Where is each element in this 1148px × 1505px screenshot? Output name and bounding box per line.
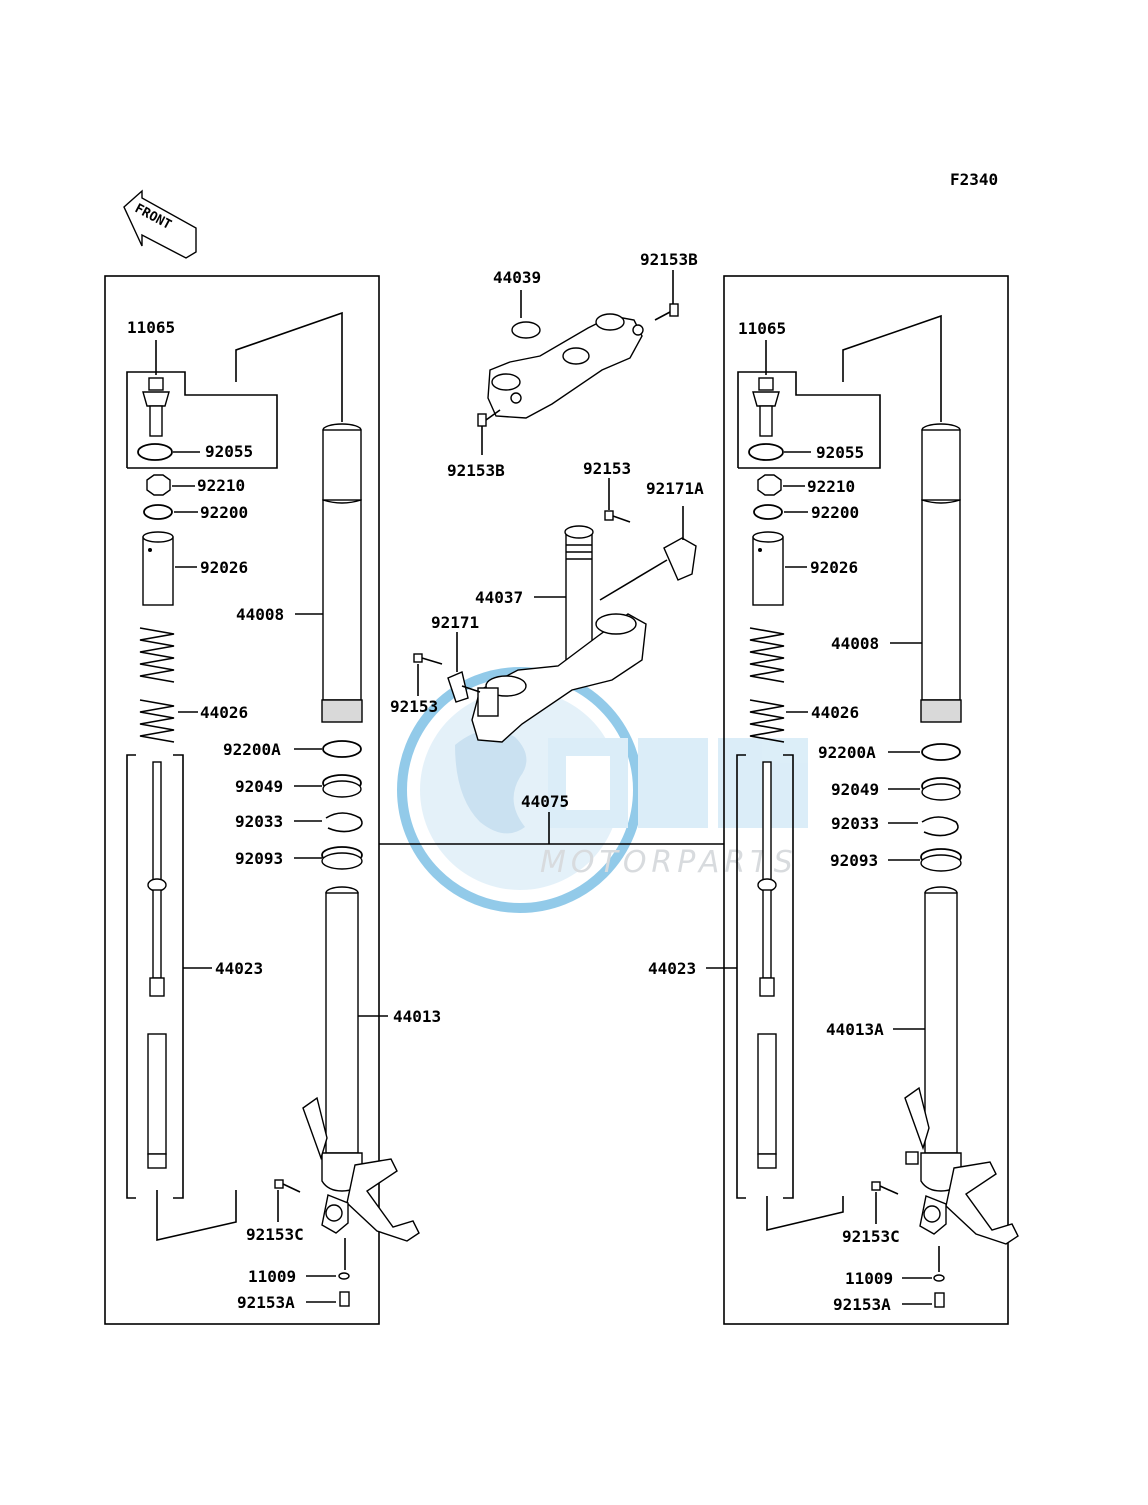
bracket-92171A xyxy=(599,506,697,601)
label-right-92200A: 92200A xyxy=(818,743,876,762)
label-92153B-bottom: 92153B xyxy=(447,461,505,480)
left-spacer-92026 xyxy=(142,531,174,606)
label-44037: 44037 xyxy=(475,588,523,607)
right-top-cap-bolt xyxy=(752,377,780,437)
right-washer-92200 xyxy=(753,504,783,520)
left-top-cap-bolt xyxy=(142,377,170,437)
left-o-ring-92055 xyxy=(137,443,173,461)
lower-triple-clamp-44037 xyxy=(471,525,647,743)
left-bolt-92153C xyxy=(274,1179,301,1193)
right-o-ring-92055 xyxy=(748,443,784,461)
label-right-11009: 11009 xyxy=(845,1269,893,1288)
right-washer-11009 xyxy=(933,1274,945,1282)
left-washer-92200 xyxy=(143,504,173,520)
right-circlip-92033 xyxy=(921,816,959,837)
label-left-92200: 92200 xyxy=(200,503,248,522)
label-left-92210: 92210 xyxy=(197,476,245,495)
left-cap-group-box xyxy=(126,371,278,469)
left-cartridge-44023 xyxy=(147,761,167,1169)
label-left-44013: 44013 xyxy=(393,1007,441,1026)
label-92153-left: 92153 xyxy=(390,697,438,716)
label-44039: 44039 xyxy=(493,268,541,287)
watermark: MOTORPARTS xyxy=(397,667,808,913)
left-inner-tube-44013 xyxy=(302,886,420,1242)
left-washer-11009 xyxy=(338,1272,350,1280)
label-left-92093: 92093 xyxy=(235,849,283,868)
left-circlip-92033 xyxy=(325,812,363,833)
label-right-92033: 92033 xyxy=(831,814,879,833)
label-left-44023: 44023 xyxy=(215,959,263,978)
left-washer-92200A xyxy=(322,740,362,758)
label-left-44026: 44026 xyxy=(200,703,248,722)
left-spring-44026 xyxy=(139,627,175,743)
label-right-92200: 92200 xyxy=(811,503,859,522)
label-right-92055: 92055 xyxy=(816,443,864,462)
label-left-92200A: 92200A xyxy=(223,740,281,759)
left-bolt-92153A xyxy=(339,1291,350,1307)
left-fork-frame xyxy=(104,275,380,1325)
right-spring-44026 xyxy=(749,627,785,743)
label-left-44008: 44008 xyxy=(236,605,284,624)
right-cap-group-box xyxy=(737,371,881,469)
right-outer-tube-44008 xyxy=(920,423,962,723)
left-nut-92210 xyxy=(146,474,171,496)
watermark-subtext: MOTORPARTS xyxy=(540,845,798,880)
label-left-11065: 11065 xyxy=(127,318,175,337)
front-arrow-icon xyxy=(123,189,197,259)
watermark-continent xyxy=(455,730,527,834)
label-left-92049: 92049 xyxy=(235,777,283,796)
label-right-44013A: 44013A xyxy=(826,1020,884,1039)
label-right-44026: 44026 xyxy=(811,703,859,722)
left-outer-tube-leader xyxy=(235,311,343,422)
right-bolt-92153C xyxy=(871,1181,899,1195)
watermark-letter-s xyxy=(638,738,708,828)
left-cartridge-bracket xyxy=(126,754,136,1199)
left-fork-assembly xyxy=(126,311,420,1307)
label-left-92026: 92026 xyxy=(200,558,248,577)
right-spacer-92026 xyxy=(752,531,784,606)
bracket-92171 xyxy=(447,632,481,703)
bolt-92153B-bottom xyxy=(477,409,501,455)
right-inner-tube-44013A xyxy=(904,886,1019,1245)
label-right-44008: 44008 xyxy=(831,634,879,653)
label-left-92033: 92033 xyxy=(235,812,283,831)
label-right-92093: 92093 xyxy=(830,851,878,870)
right-bolt-92153A xyxy=(934,1292,945,1308)
label-right-92153C: 92153C xyxy=(842,1227,900,1246)
diagram-code: F2340 xyxy=(950,170,998,189)
label-left-92153A: 92153A xyxy=(237,1293,295,1312)
right-fork-assembly xyxy=(706,314,1019,1308)
bolt-92153-left-center xyxy=(413,653,443,696)
label-right-92049: 92049 xyxy=(831,780,879,799)
label-right-92026: 92026 xyxy=(810,558,858,577)
label-right-92153A: 92153A xyxy=(833,1295,891,1314)
upper-triple-clamp-44039 xyxy=(487,290,644,419)
right-nut-92210 xyxy=(757,474,782,496)
bolt-92153B-top xyxy=(654,270,679,321)
right-cartridge-44023 xyxy=(757,761,777,1169)
label-left-92055: 92055 xyxy=(205,442,253,461)
right-fork-frame xyxy=(723,275,1009,1325)
right-washer-92200A xyxy=(921,743,961,761)
label-right-11065: 11065 xyxy=(738,319,786,338)
label-92153-top: 92153 xyxy=(583,459,631,478)
label-right-44023: 44023 xyxy=(648,959,696,978)
label-left-11009: 11009 xyxy=(248,1267,296,1286)
right-outer-tube-leader xyxy=(842,314,942,422)
label-92171: 92171 xyxy=(431,613,479,632)
label-right-92210: 92210 xyxy=(807,477,855,496)
front-direction-arrow: FRONT xyxy=(123,189,197,259)
right-cartridge-bracket xyxy=(736,754,746,1199)
label-92171A: 92171A xyxy=(646,479,704,498)
bolt-92153-top-center xyxy=(604,478,631,523)
left-outer-tube-44008 xyxy=(321,423,363,723)
label-44075: 44075 xyxy=(521,792,569,811)
label-left-92153C: 92153C xyxy=(246,1225,304,1244)
label-92153B-top: 92153B xyxy=(640,250,698,269)
